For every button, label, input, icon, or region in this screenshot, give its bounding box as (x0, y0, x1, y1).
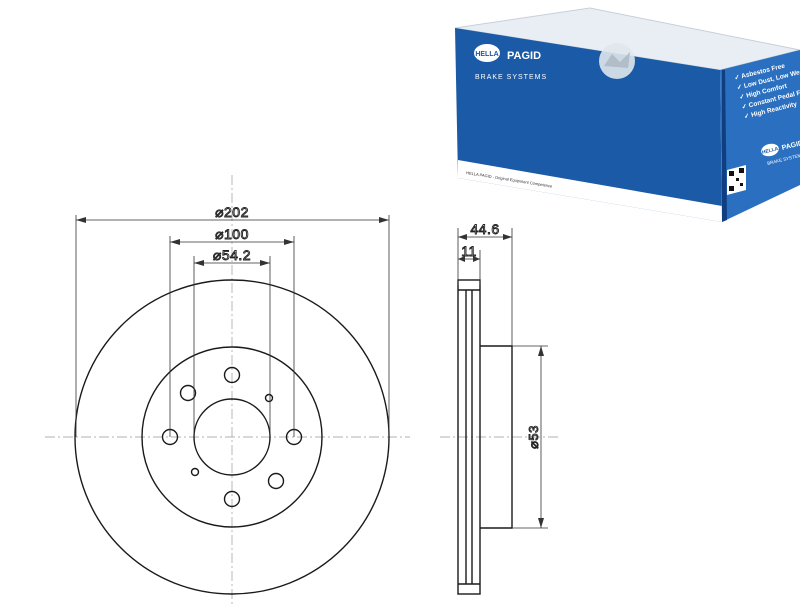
hat-diameter-label: ⌀53 (526, 425, 541, 449)
hat-circle (141, 346, 323, 528)
bolt-circle-label: ⌀100 (215, 226, 249, 242)
bolt-circle-dimension: ⌀100 (170, 226, 294, 245)
quality-badge-icon (599, 43, 635, 79)
product-box: HELLA PAGID BRAKE SYSTEMS HELLA PAGID - … (454, 7, 810, 222)
hella-logo: HELLA (474, 44, 500, 62)
svg-text:HELLA: HELLA (761, 146, 779, 156)
qr-code-icon (727, 165, 746, 195)
disc-thickness-dimension: 11 (458, 243, 480, 262)
pin-hole (190, 467, 200, 477)
disc-thickness-label: 11 (461, 243, 477, 259)
bolt-hole (267, 472, 285, 490)
disc-front-view: ⌀202 ⌀100 ⌀54.2 (45, 175, 410, 605)
pin-hole (264, 393, 274, 403)
bolt-hole (223, 490, 241, 508)
brand-name: PAGID (507, 50, 541, 62)
disc-rim-profile (457, 279, 481, 595)
center-bore-label: ⌀54.2 (213, 247, 251, 263)
center-bore-dimension: ⌀54.2 (194, 247, 270, 266)
hat-diameter-dimension: ⌀53 (526, 346, 544, 528)
thickness-label: 44.6 (470, 221, 499, 237)
hat-profile (480, 345, 513, 529)
hella-logo-text: HELLA (475, 51, 498, 58)
outer-diameter-label: ⌀202 (215, 204, 249, 220)
thickness-dimension: 44.6 (458, 221, 512, 240)
disc-side-view: 44.6 11 ⌀53 (440, 221, 560, 595)
brand-subtitle: BRAKE SYSTEMS (475, 74, 547, 81)
bolt-hole (223, 366, 241, 384)
outer-diameter-dimension: ⌀202 (76, 204, 389, 223)
bolt-hole (179, 384, 197, 402)
